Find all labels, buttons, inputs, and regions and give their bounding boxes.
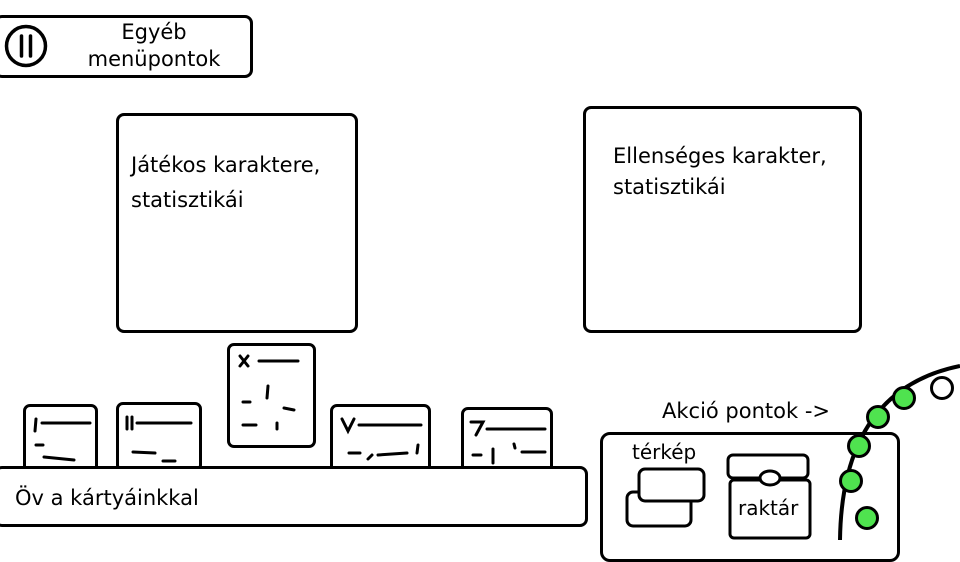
action-point [930, 376, 954, 400]
card-1[interactable] [23, 404, 98, 474]
storage-label[interactable]: raktár [738, 496, 799, 520]
menu-label: Egyéb menüpontok [59, 19, 249, 73]
action-point [847, 434, 871, 458]
card-3-face [238, 354, 300, 431]
enemy-panel-line2: statisztikái [613, 175, 726, 199]
card-5-face [469, 420, 547, 465]
menu-label-line2: menüpontok [87, 47, 221, 71]
card-5[interactable] [461, 407, 553, 474]
card-2-face [125, 415, 193, 463]
menu-button[interactable]: Egyéb menüpontok [0, 15, 253, 78]
enemy-stats-panel: Ellenséges karakter, statisztikái [583, 106, 862, 333]
action-point [866, 405, 890, 429]
card-belt: Öv a kártyáinkkal [0, 466, 588, 527]
action-point [839, 469, 863, 493]
action-point [892, 386, 916, 410]
card-belt-label: Öv a kártyáinkkal [15, 486, 199, 510]
card-3[interactable] [227, 343, 316, 448]
card-1-face [33, 417, 92, 462]
map-label[interactable]: térkép [632, 440, 697, 464]
pause-icon[interactable] [4, 24, 48, 68]
player-panel-line2: statisztikái [131, 188, 244, 212]
card-4[interactable] [330, 404, 431, 474]
action-point [855, 506, 879, 530]
card-2[interactable] [116, 402, 202, 472]
player-panel-line1: Játékos karaktere, [131, 153, 321, 177]
action-points-label: Akció pontok -> [662, 399, 831, 423]
map-cards-icon[interactable] [624, 464, 710, 530]
menu-label-line1: Egyéb [121, 20, 187, 44]
player-stats-panel: Játékos karaktere, statisztikái [116, 113, 358, 333]
enemy-panel-line1: Ellenséges karakter, [613, 144, 827, 168]
card-4-face [340, 417, 423, 461]
chest-icon[interactable] [724, 450, 816, 540]
